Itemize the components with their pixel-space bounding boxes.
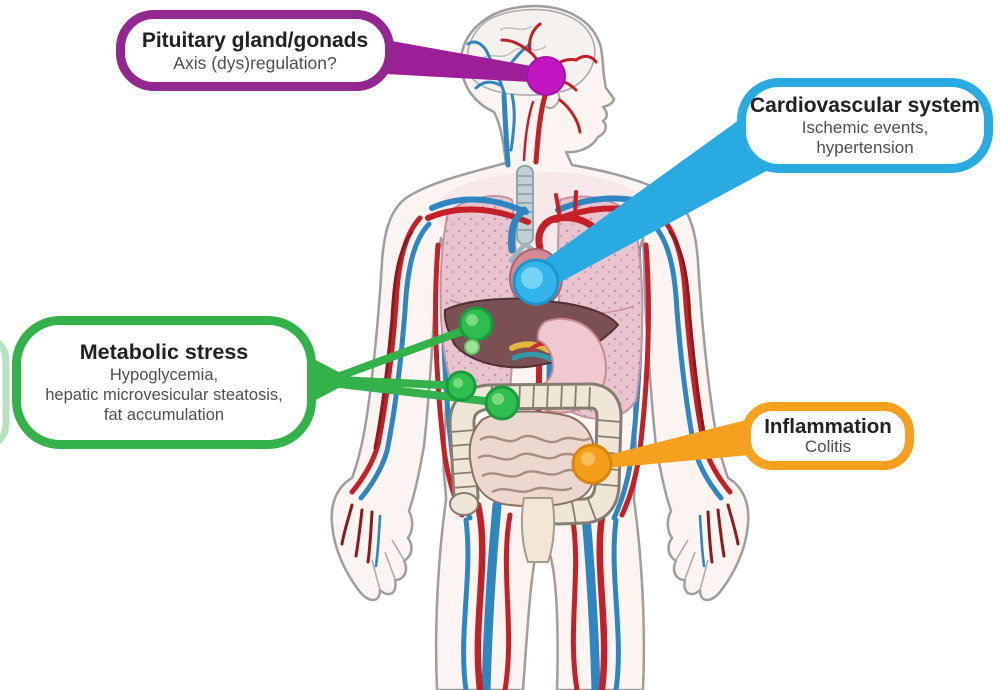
cutoff-green-ring — [0, 339, 10, 445]
callout-pituitary-subtitle: Axis (dys)regulation? — [173, 53, 336, 73]
callout-connectors — [308, 40, 768, 469]
pituitary-marker — [526, 56, 566, 96]
callout-metabolic-title: Metabolic stress — [79, 340, 249, 365]
left-hand-lines — [371, 539, 405, 591]
callout-inflammation-subtitle: Colitis — [805, 438, 851, 457]
callout-pituitary-title: Pituitary gland/gonads — [141, 28, 369, 52]
colon-marker — [571, 443, 613, 485]
callout-cardio-line2: hypertension — [816, 138, 914, 158]
pancreas-marker — [445, 370, 477, 402]
callout-metabolic-subtitle: Hypoglycemia, hepatic microvesicular ste… — [45, 366, 283, 425]
callout-inflammation-title: Inflammation — [764, 414, 892, 438]
inflammation-connector — [596, 419, 750, 469]
callout-cardio-subtitle: Ischemic events, hypertension — [802, 118, 929, 158]
pituitary-connector — [386, 40, 548, 83]
liver-marker — [458, 306, 494, 342]
callout-metabolic-stress: Metabolic stress Hypoglycemia, hepatic m… — [12, 316, 316, 449]
callout-metabolic-line3: fat accumulation — [103, 405, 225, 424]
liver-small-marker — [464, 339, 480, 355]
cardiovascular-connector — [528, 112, 768, 292]
callout-metabolic-line2: hepatic microvesicular steatosis, — [45, 386, 283, 405]
callout-pituitary-gland: Pituitary gland/gonads Axis (dys)regulat… — [116, 10, 394, 91]
callout-inflammation-line1: Colitis — [804, 437, 852, 457]
large-intestine — [448, 382, 623, 526]
callout-metabolic-line1: Hypoglycemia, — [109, 366, 219, 385]
callout-pituitary-line1: Axis (dys)regulation? — [173, 53, 337, 74]
callout-cardio-line1: Ischemic events, — [801, 118, 929, 138]
callout-cardiovascular-system: Cardiovascular system Ischemic events, h… — [737, 78, 993, 173]
small-intestine — [468, 410, 597, 508]
callout-inflammation: Inflammation Colitis — [742, 402, 914, 470]
duodenum-marker — [484, 385, 520, 421]
right-hand-lines — [675, 539, 709, 591]
heart-marker — [512, 258, 560, 306]
pelvis — [520, 497, 556, 563]
metabolic-connector — [308, 322, 506, 407]
callout-cardio-title: Cardiovascular system — [750, 93, 980, 117]
organ-markers — [445, 56, 613, 485]
